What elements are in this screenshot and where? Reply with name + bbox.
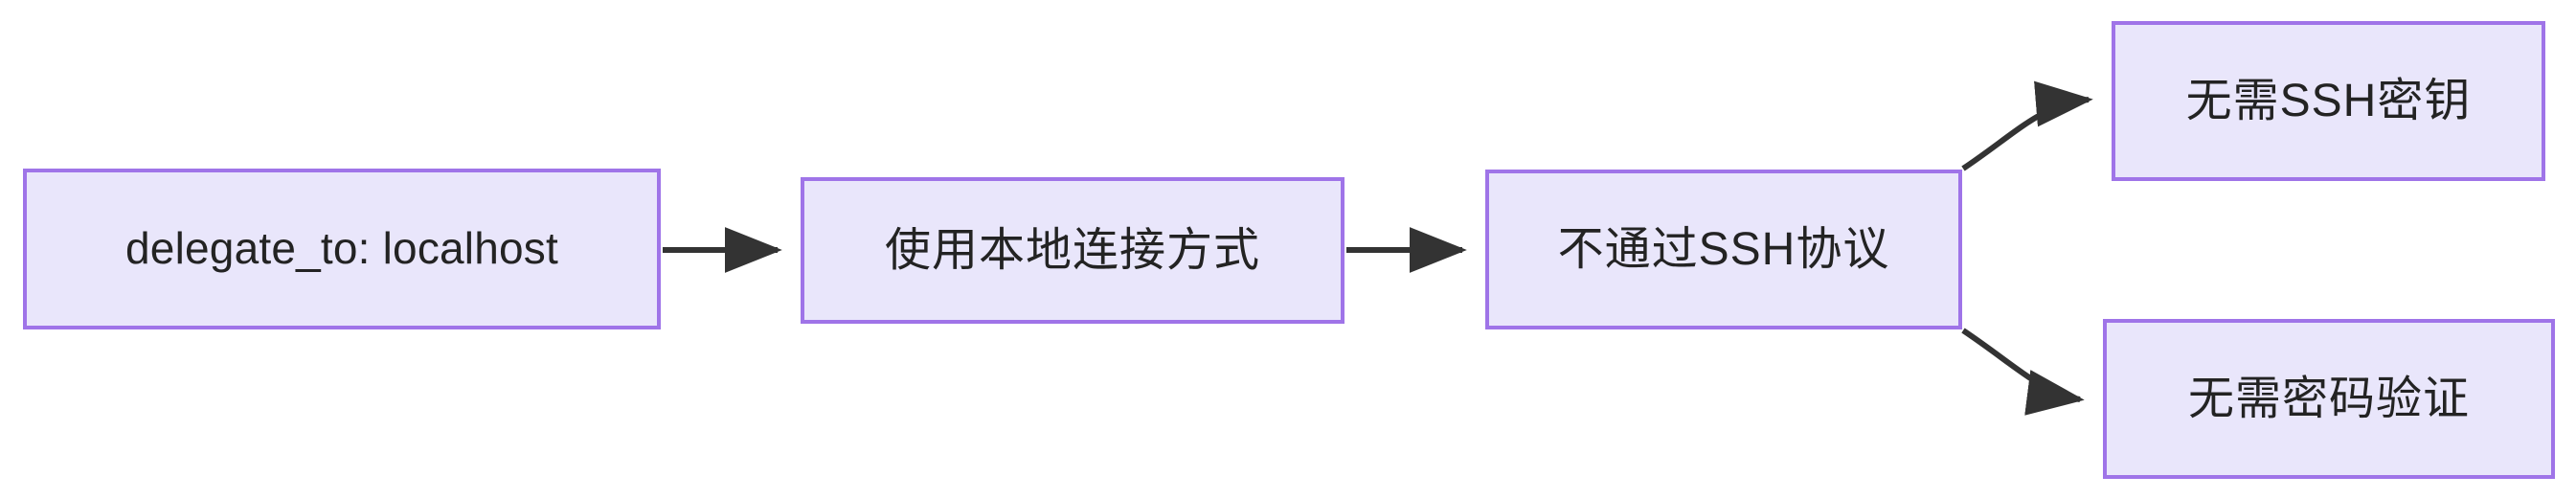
node-not-via-ssh-protocol[interactable]: 不通过SSH协议 — [1485, 170, 1962, 329]
node-use-local-connection[interactable]: 使用本地连接方式 — [801, 177, 1344, 324]
node-label: 不通过SSH协议 — [1557, 223, 1890, 275]
node-no-ssh-key-needed[interactable]: 无需SSH密钥 — [2112, 21, 2545, 181]
node-no-password-auth-needed[interactable]: 无需密码验证 — [2103, 319, 2555, 479]
node-label: 使用本地连接方式 — [884, 224, 1260, 276]
node-delegate-to-localhost[interactable]: delegate_to: localhost — [23, 169, 661, 329]
node-label: 无需密码验证 — [2187, 373, 2470, 424]
edge-nossh-to-nopassword — [1961, 328, 2085, 416]
node-label: 无需SSH密钥 — [2185, 75, 2472, 126]
node-label: delegate_to: localhost — [125, 223, 558, 274]
edge-nossh-to-nokey — [1961, 80, 2093, 171]
